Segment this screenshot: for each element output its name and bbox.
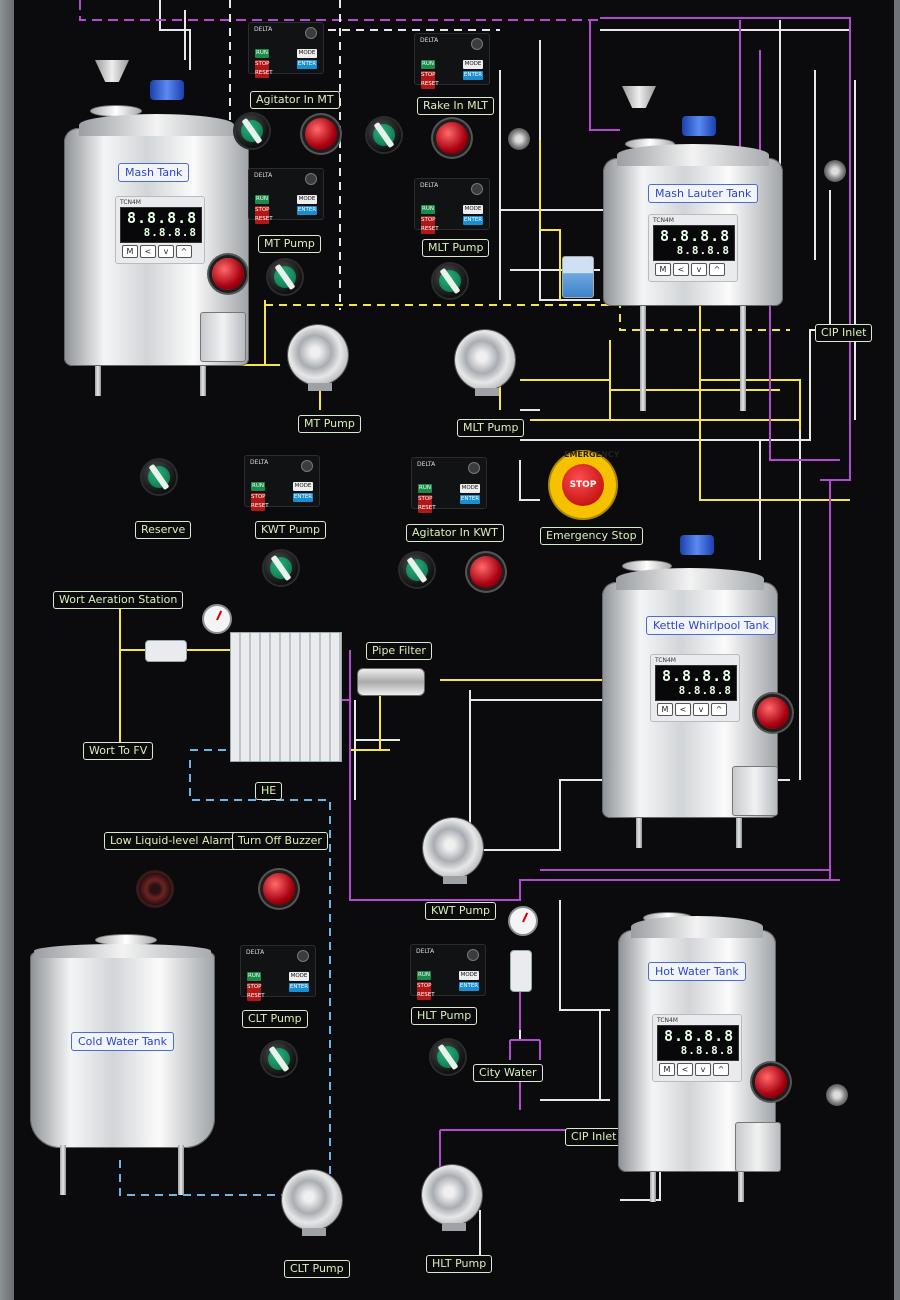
tank-leg (736, 818, 742, 848)
label-wort-aeration-station: Wort Aeration Station (53, 591, 184, 609)
label-hlt-pump-control: HLT Pump (411, 1007, 478, 1025)
vfd-mt-pump[interactable]: DELTA RUN STOP RESET MODE ENTER (248, 168, 324, 224)
pressure-gauge-icon (202, 604, 232, 634)
agitator-motor-icon (150, 80, 184, 100)
grist-hopper-icon (622, 86, 656, 108)
label-kwt-pump: KWT Pump (425, 902, 497, 920)
kettle-whirlpool-tank-label: Kettle Whirlpool Tank (646, 616, 776, 635)
lamp-agitator-kwt (470, 556, 502, 588)
lamp-agitator-mt (305, 118, 337, 150)
label-turn-off-buzzer: Turn Off Buzzer (232, 832, 328, 850)
vfd-rake-mlt[interactable]: DELTA RUN STOP RESET MODE ENTER (414, 33, 490, 89)
rake-motor-icon (682, 116, 716, 136)
switch-agitator-kwt[interactable] (400, 553, 434, 587)
lamp-kettle (757, 697, 789, 729)
label-reserve: Reserve (135, 521, 192, 539)
panel-screw-icon (826, 1084, 848, 1106)
panel-frame-left (0, 0, 14, 1300)
tank-leg (200, 366, 206, 396)
panel-frame-right (892, 0, 900, 1300)
alarm-buzzer-icon (139, 873, 171, 905)
label-mt-pump: MT Pump (298, 415, 361, 433)
switch-rake-mlt[interactable] (367, 118, 401, 152)
pressure-gauge-icon (508, 906, 538, 936)
grant-sight-glass-icon (562, 256, 594, 298)
label-kwt-pump-control: KWT Pump (255, 521, 327, 539)
label-mt-pump-control: MT Pump (258, 235, 321, 253)
label-pipe-filter: Pipe Filter (366, 642, 432, 660)
emergency-stop-button[interactable]: EMERGENCY STOP (550, 450, 619, 518)
vfd-kwt-pump[interactable]: DELTA RUN STOP RESET MODE ENTER (244, 455, 320, 511)
switch-mt-pump[interactable] (268, 260, 302, 294)
tank-leg (95, 366, 101, 396)
label-agitator-kwt: Agitator In KWT (406, 524, 504, 542)
heat-exchanger (230, 632, 342, 762)
lamp-hot-water-tank (755, 1066, 787, 1098)
switch-reserve[interactable] (142, 460, 176, 494)
tank-hatch-icon (732, 766, 778, 816)
flowmeter-icon (145, 640, 187, 662)
kwt-pump-icon[interactable] (423, 818, 483, 884)
label-cip-inlet-bottom: CIP Inlet (565, 1128, 623, 1146)
tank-leg (60, 1145, 66, 1195)
vfd-agitator-mt[interactable]: DELTA RUN STOP RESET MODE ENTER (248, 22, 324, 78)
vfd-hlt-pump[interactable]: DELTA RUN STOP RESET MODE ENTER (410, 944, 486, 1000)
label-hlt-pump: HLT Pump (426, 1255, 493, 1273)
switch-agitator-mt[interactable] (235, 114, 269, 148)
label-agitator-mt: Agitator In MT (250, 91, 340, 109)
grist-hopper-icon (95, 60, 129, 82)
pipe-filter-icon (357, 668, 425, 696)
mlt-pump-icon[interactable] (455, 330, 515, 396)
panel-screw-icon (824, 160, 846, 182)
tank-hatch-icon (735, 1122, 781, 1172)
button-turn-off-buzzer[interactable] (263, 873, 295, 905)
hlt-pump-icon[interactable] (422, 1165, 482, 1231)
tank-hatch-icon (200, 312, 246, 362)
label-clt-pump: CLT Pump (284, 1260, 350, 1278)
label-clt-pump-control: CLT Pump (242, 1010, 308, 1028)
label-low-liquid-level-alarm: Low Liquid-level Alarm (104, 832, 241, 850)
vfd-mlt-pump[interactable]: DELTA RUN STOP RESET MODE ENTER (414, 178, 490, 234)
tank-leg (640, 306, 646, 411)
lamp-rake-mlt (436, 122, 468, 154)
label-mlt-pump: MLT Pump (457, 419, 525, 437)
cold-water-tank-label: Cold Water Tank (71, 1032, 174, 1051)
label-mlt-pump-control: MLT Pump (422, 239, 490, 257)
lamp-mash-tank (212, 258, 244, 290)
label-emergency-stop: Emergency Stop (540, 527, 643, 545)
switch-hlt-pump[interactable] (431, 1040, 465, 1074)
label-he: HE (255, 782, 283, 800)
vfd-clt-pump[interactable]: DELTA RUN STOP RESET MODE ENTER (240, 945, 316, 1001)
tank-leg (740, 306, 746, 411)
label-wort-to-fv: Wort To FV (83, 742, 154, 760)
mt-pump-icon[interactable] (288, 325, 348, 391)
panel-screw-icon (508, 128, 530, 150)
vfd-agitator-kwt[interactable]: DELTA RUN STOP RESET MODE ENTER (411, 457, 487, 513)
agitator-motor-icon (680, 535, 714, 555)
tank-leg (636, 818, 642, 848)
label-cip-inlet-top: CIP Inlet (815, 324, 873, 342)
switch-clt-pump[interactable] (262, 1042, 296, 1076)
flowmeter-icon (510, 950, 532, 992)
switch-mlt-pump[interactable] (433, 264, 467, 298)
clt-pump-icon[interactable] (282, 1170, 342, 1236)
tank-leg (738, 1172, 744, 1202)
tank-leg (650, 1172, 656, 1202)
hot-water-tank-label: Hot Water Tank (648, 962, 746, 981)
tank-leg (178, 1145, 184, 1195)
label-rake-mlt: Rake In MLT (417, 97, 494, 115)
label-city-water: City Water (473, 1064, 543, 1082)
switch-kwt-pump[interactable] (264, 551, 298, 585)
mash-tank-label: Mash Tank (118, 163, 190, 182)
mash-lauter-tank-label: Mash Lauter Tank (648, 184, 759, 203)
